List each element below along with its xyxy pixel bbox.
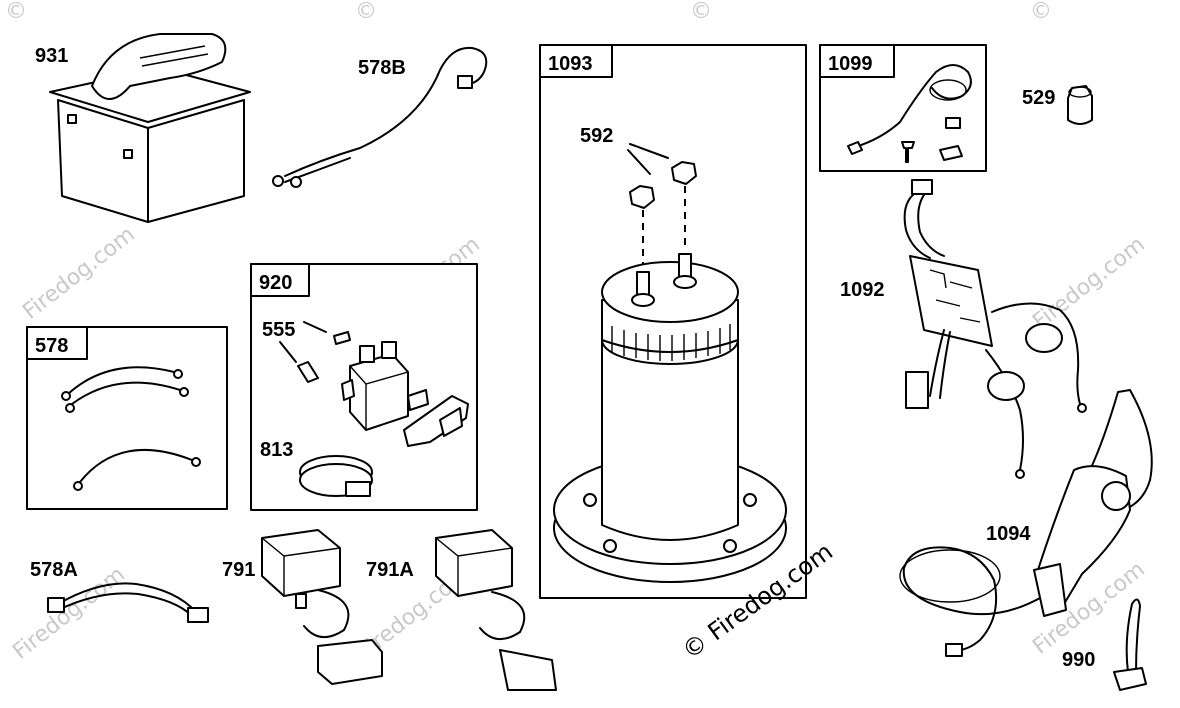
part-578a-harness[interactable]: 578A bbox=[30, 559, 209, 623]
part-label-578a: 578A bbox=[30, 559, 78, 581]
box-1093-starter-motor[interactable]: 1093 592 bbox=[539, 44, 807, 599]
part-1092-circuit-board[interactable]: 1092 bbox=[840, 179, 1087, 479]
part-label-529: 529 bbox=[1022, 87, 1055, 109]
part-529-cap[interactable]: 529 bbox=[1022, 85, 1093, 125]
watermark-text: Firedog.com bbox=[1028, 232, 1149, 335]
watermark-copyright: © bbox=[355, 0, 377, 24]
part-label-990: 990 bbox=[1062, 649, 1095, 671]
watermark-text: Firedog.com bbox=[18, 222, 139, 325]
box-920-solenoid[interactable]: 920 555 813 bbox=[250, 263, 478, 511]
part-label-592: 592 bbox=[580, 125, 613, 147]
part-578b-harness[interactable]: 578B bbox=[272, 46, 488, 188]
part-label-555: 555 bbox=[262, 319, 295, 341]
part-931-battery[interactable]: 931 bbox=[35, 33, 251, 223]
part-label-578b: 578B bbox=[358, 57, 406, 79]
part-990-clip[interactable]: 990 bbox=[1062, 598, 1147, 691]
part-label-791a: 791A bbox=[366, 559, 414, 581]
box-label-920: 920 bbox=[259, 272, 292, 294]
part-791-module[interactable]: 791 bbox=[222, 529, 383, 685]
box-578-cables[interactable]: 578 bbox=[26, 326, 228, 510]
part-label-791: 791 bbox=[222, 559, 255, 581]
box-label-1093: 1093 bbox=[548, 53, 593, 75]
box-label-1099: 1099 bbox=[828, 53, 873, 75]
box-label-578: 578 bbox=[35, 335, 68, 357]
box-1099-kit[interactable]: 1099 bbox=[819, 44, 987, 172]
part-1094-lever[interactable]: 1094 bbox=[899, 389, 1153, 657]
part-label-813: 813 bbox=[260, 439, 293, 461]
part-label-931: 931 bbox=[35, 45, 68, 67]
watermark-copyright: © bbox=[1030, 0, 1052, 24]
watermark-copyright: © bbox=[5, 0, 27, 24]
part-label-1094: 1094 bbox=[986, 523, 1031, 545]
part-791a-module[interactable]: 791A bbox=[366, 529, 557, 691]
watermark-copyright: © bbox=[690, 0, 712, 24]
part-label-1092: 1092 bbox=[840, 279, 885, 301]
